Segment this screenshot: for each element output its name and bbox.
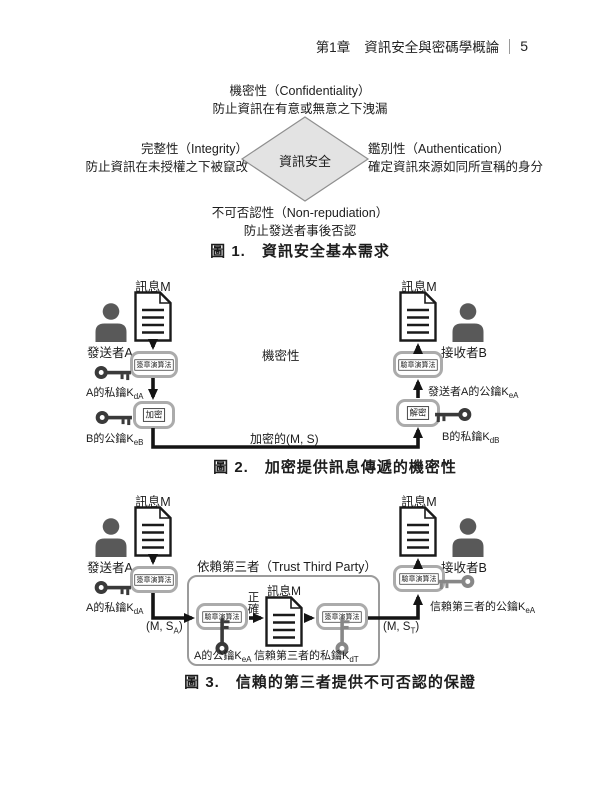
page-header: 第1章 資訊安全與密碼學概論 5	[316, 36, 528, 56]
message-document-icon	[265, 596, 303, 647]
fig2-decrypt-label: 解密	[406, 406, 430, 420]
fig2-caption: 圖 2. 加密提供訊息傳遞的機密性	[213, 459, 457, 476]
fig2-public-key-a-label: 發送者A的公鑰KeA	[428, 386, 519, 401]
receiver-person-icon	[451, 302, 485, 342]
fig1-nonrepudiation-title: 不可否認性（Non-repudiation）	[211, 206, 389, 220]
fig2-private-key-a-label: A的私鑰KdA	[86, 387, 144, 402]
private-key-b-icon	[434, 406, 472, 423]
fig1-authentication-title: 鑑別性（Authentication）	[368, 142, 510, 156]
fig1-integrity-desc: 防止資訊在未授權之下被竄改	[85, 160, 248, 174]
message-document-icon	[134, 506, 172, 557]
fig1-authentication-desc: 確定資訊來源如同所宣稱的身分	[368, 160, 544, 174]
sender-person-icon	[94, 302, 128, 342]
fig2-public-key-b-label: B的公鑰KeB	[86, 433, 144, 448]
fig1-nonrepudiation-desc: 防止發送者事後否認	[243, 224, 357, 238]
fig2-verify-algorithm-label: 驗章演算法	[398, 358, 438, 371]
security-diamond-shape	[240, 116, 370, 202]
fig3-message-ttp-label: 訊息M	[267, 584, 301, 598]
fig3-message-left-label: 訊息M	[135, 495, 171, 509]
fig3-sign-algorithm-box: 簽章演算法	[130, 566, 178, 593]
fig2-confidentiality-label: 機密性	[262, 349, 300, 363]
fig3-verify-right-label: 驗章演算法	[399, 572, 439, 585]
message-document-icon	[134, 291, 172, 342]
fig1-center-label: 資訊安全	[278, 154, 331, 169]
fig3-ttp-private-key-label: 信賴第三者的私鑰KdT	[254, 650, 359, 665]
fig2-sender-label: 發送者A	[87, 346, 133, 360]
fig2-encrypt-box: 加密	[133, 401, 175, 429]
fig3-ms-t-label: (M, ST)	[383, 621, 420, 636]
fig3-correct-label: 正確	[247, 592, 260, 616]
fig2-sign-algorithm-label: 簽章演算法	[134, 358, 174, 371]
fig3-receiver-label: 接收者B	[441, 561, 487, 575]
fig3-verify-right-box: 驗章演算法	[393, 565, 445, 592]
fig3-private-key-a-label: A的私鑰KdA	[86, 602, 144, 617]
fig3-public-key-a-label: A的公鑰KeA	[194, 650, 252, 665]
fig2-encrypted-message-label: 加密的(M, S)	[250, 432, 319, 446]
private-key-a-icon	[94, 364, 132, 381]
fig3-caption: 圖 3. 信賴的第三者提供不可否認的保證	[184, 674, 476, 691]
fig2-encrypt-label: 加密	[142, 408, 166, 422]
fig1-caption: 圖 1. 資訊安全基本需求	[210, 243, 390, 260]
fig3-sign-algorithm-label: 簽章演算法	[134, 573, 174, 586]
fig2-receiver-label: 接收者B	[441, 346, 487, 360]
page-number: 5	[520, 38, 528, 54]
fig2-private-key-b-label: B的私鑰KdB	[442, 431, 500, 446]
fig1-confidentiality-desc: 防止資訊在有意或無意之下洩漏	[212, 102, 388, 116]
fig3-ms-a-label: (M, SA)	[146, 621, 183, 636]
chapter-title: 資訊安全與密碼學概論	[364, 40, 500, 55]
fig1-confidentiality-title: 機密性（Confidentiality）	[229, 84, 371, 98]
fig3-message-right-label: 訊息M	[401, 495, 437, 509]
sender-person-icon	[94, 517, 128, 557]
header-divider	[509, 38, 511, 54]
fig2-sign-algorithm-box: 簽章演算法	[130, 351, 178, 378]
message-document-icon	[399, 506, 437, 557]
message-document-icon	[399, 291, 437, 342]
fig3-sender-label: 發送者A	[87, 561, 133, 575]
public-key-b-icon	[95, 409, 133, 426]
private-key-a-icon	[94, 579, 132, 596]
fig3-ttp-public-key-label: 信賴第三者的公鑰KeA	[430, 601, 536, 616]
ttp-public-key-icon	[437, 573, 475, 590]
fig2-verify-algorithm-box: 驗章演算法	[393, 351, 443, 378]
fig2-message-right-label: 訊息M	[401, 280, 437, 294]
receiver-person-icon	[451, 517, 485, 557]
fig2-message-left-label: 訊息M	[135, 280, 171, 294]
fig1-integrity-title: 完整性（Integrity）	[141, 142, 248, 156]
chapter-number: 第1章	[315, 40, 351, 55]
fig3-ttp-title: 依賴第三者（Trust Third Party）	[197, 560, 377, 574]
